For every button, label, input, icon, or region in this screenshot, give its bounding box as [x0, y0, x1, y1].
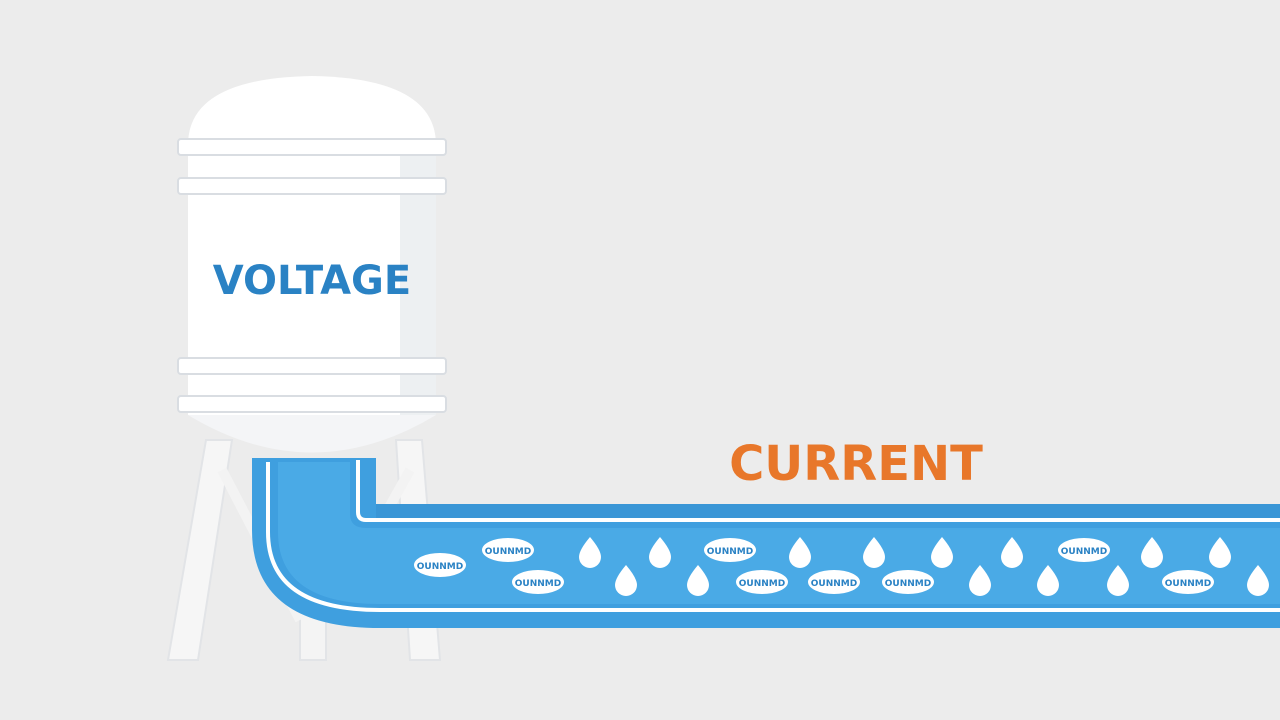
tank-leg-left [166, 439, 234, 661]
water-pipe: CURRENT OUNNMD OUNNMD OUNNMD OUNNMD [252, 436, 1280, 628]
electron-pill: OUNNMD [414, 553, 466, 577]
pipe-water [278, 462, 1280, 604]
electron-pill: OUNNMD [1162, 570, 1214, 594]
electron-pill: OUNNMD [808, 570, 860, 594]
water-drop-icon [1141, 537, 1163, 568]
pipe-top-band [376, 504, 1280, 518]
electron-pill-label: OUNNMD [417, 562, 463, 572]
pipe-highlight-bottom [266, 462, 1280, 612]
pipe-highlight-top [356, 460, 1280, 522]
tank-dome [188, 76, 436, 145]
electron-pill-label: OUNNMD [739, 579, 785, 589]
electron-pill: OUNNMD [736, 570, 788, 594]
tank-bottom [188, 415, 436, 453]
water-drop-icon [1001, 537, 1023, 568]
water-drop-icon [615, 565, 637, 596]
current-label: CURRENT [729, 436, 983, 492]
water-drop-icon [931, 537, 953, 568]
electron-pill-label: OUNNMD [1165, 579, 1211, 589]
water-drop-icon [969, 565, 991, 596]
water-drop-icon [1107, 565, 1129, 596]
water-drop-icon [687, 565, 709, 596]
pipe-particles: OUNNMD OUNNMD OUNNMD OUNNMD OUNNMD OUNNM… [414, 537, 1269, 596]
tank-ring-2 [177, 177, 447, 195]
electron-pill-label: OUNNMD [707, 547, 753, 557]
electron-pill-label: OUNNMD [485, 547, 531, 557]
voltage-label: VOLTAGE [213, 258, 411, 304]
electron-pill: OUNNMD [882, 570, 934, 594]
electron-pill-label: OUNNMD [515, 579, 561, 589]
tank-ring-3 [177, 357, 447, 375]
electron-pill: OUNNMD [1058, 538, 1110, 562]
electron-pill-label: OUNNMD [1061, 547, 1107, 557]
tank-ring-4 [177, 395, 447, 413]
water-drop-icon [1209, 537, 1231, 568]
water-drop-icon [649, 537, 671, 568]
electron-pill: OUNNMD [482, 538, 534, 562]
electron-pill: OUNNMD [512, 570, 564, 594]
tank-ring-1 [177, 138, 447, 156]
water-tank: VOLTAGE [177, 76, 447, 453]
water-drop-icon [789, 537, 811, 568]
electron-pill: OUNNMD [704, 538, 756, 562]
electron-pill-label: OUNNMD [811, 579, 857, 589]
water-drop-icon [579, 537, 601, 568]
water-drop-icon [1247, 565, 1269, 596]
water-drop-icon [1037, 565, 1059, 596]
electron-pill-label: OUNNMD [885, 579, 931, 589]
water-drop-icon [863, 537, 885, 568]
